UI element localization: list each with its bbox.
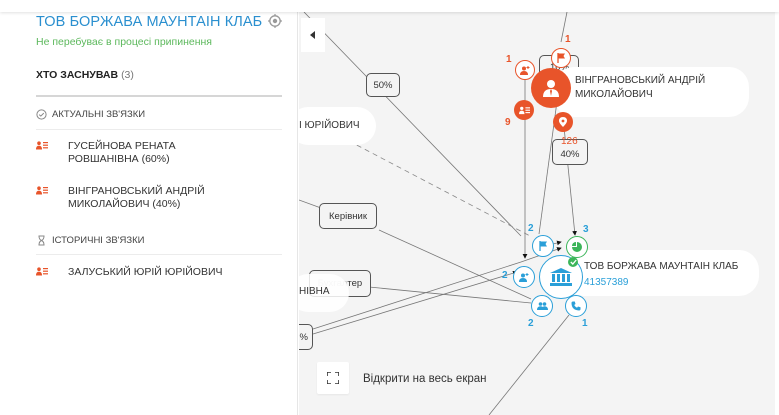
relations-graph-canvas[interactable]: 50% 10% 40% Керівник Бухгалтер % І ЮРІЙО…	[299, 12, 775, 415]
founder-name-line1: ГУСЕЙНОВА РЕНАТА	[68, 140, 176, 152]
divider	[36, 254, 282, 255]
company-flag-count: 2	[528, 223, 534, 234]
company-phone-node[interactable]	[565, 295, 587, 317]
founder-of-node[interactable]	[515, 60, 535, 80]
actual-links-label: АКТУАЛЬНІ ЗВ'ЯЗКИ	[52, 109, 146, 120]
person-suit-icon	[543, 80, 559, 97]
person-flag-node[interactable]	[551, 48, 571, 68]
caret-left-icon	[310, 31, 315, 39]
expand-icon	[327, 372, 339, 384]
check-circle-icon	[36, 109, 47, 120]
pie-chart-icon	[572, 242, 582, 252]
historic-links-heading: ІСТОРИЧНІ ЗВ'ЯЗКИ	[36, 235, 144, 246]
founder-name-line1: ЗАЛУСЬКИЙ ЮРІЙ ЮРІЙОВИЧ	[68, 266, 223, 278]
company-pill[interactable]: ТОВ БОРЖАВА МАУНТАІН КЛАБ 41357389	[564, 250, 759, 296]
company-pill-name: ТОВ БОРЖАВА МАУНТАІН КЛАБ	[584, 261, 739, 272]
founder-name-line1: ВІНГРАНОВСЬКИЙ АНДРІЙ	[68, 185, 205, 197]
verified-check-icon	[568, 257, 578, 267]
person-pill[interactable]: І ЮРІЙОВИЧ	[299, 107, 376, 145]
founders-heading[interactable]: ХТО ЗАСНУВАВ(3)	[36, 69, 134, 81]
company-founders-count: 2	[502, 270, 508, 281]
edge-label-share: %	[299, 324, 313, 350]
share-chart-node[interactable]	[566, 236, 588, 258]
founders-heading-label: ХТО ЗАСНУВАВ	[36, 69, 119, 81]
company-flag-node[interactable]	[532, 235, 554, 257]
founders-count: (3)	[121, 69, 134, 81]
flag-icon	[556, 53, 565, 63]
person-add-icon	[520, 65, 530, 75]
flag-icon	[538, 241, 547, 251]
company-title[interactable]: ТОВ БОРЖАВА МАУНТАІН КЛАБ	[36, 14, 263, 30]
company-people-count: 2	[528, 318, 534, 329]
people-group-icon	[536, 302, 548, 310]
location-count: 126	[561, 136, 578, 147]
edge-label-role-text: тер	[347, 278, 363, 289]
top-bar	[0, 0, 779, 12]
edge-label-share: 50%	[366, 73, 400, 97]
edge-label-share: 40%	[552, 139, 588, 165]
divider	[36, 129, 282, 130]
person-list-icon	[36, 141, 48, 150]
founder-name-line2: РОВШАНІВНА (60%)	[68, 153, 170, 165]
canvas-right-edge	[775, 12, 779, 415]
section-divider	[36, 95, 282, 97]
collapse-sidebar-button[interactable]	[301, 18, 325, 52]
person-name-line2: МИКОЛАЙОВИЧ	[575, 89, 653, 100]
phone-icon	[571, 301, 581, 311]
person-list-icon	[36, 186, 48, 195]
fullscreen-label[interactable]: Відкрити на весь екран	[363, 373, 487, 385]
actual-links-heading: АКТУАЛЬНІ ЗВ'ЯЗКИ	[36, 109, 145, 120]
person-list-icon	[518, 106, 530, 114]
company-phone-count: 1	[582, 318, 588, 329]
person-pill[interactable]: ВІНГРАНОВСЬКИЙ АНДРІЙ МИКОЛАЙОВИЧ	[554, 67, 749, 117]
company-pill-code: 41357389	[584, 277, 629, 288]
fullscreen-button[interactable]	[317, 362, 349, 394]
related-persons-node[interactable]	[514, 100, 534, 120]
person-list-icon	[36, 267, 48, 276]
historic-links-label: ІСТОРИЧНІ ЗВ'ЯЗКИ	[52, 235, 145, 246]
person-flag-count: 1	[565, 34, 571, 45]
person-node[interactable]	[531, 68, 571, 108]
bank-building-icon	[550, 268, 572, 286]
hourglass-icon	[38, 235, 45, 246]
founder-of-count: 1	[506, 54, 512, 65]
map-pin-icon	[559, 117, 567, 127]
company-sidebar: ТОВ БОРЖАВА МАУНТАІН КЛАБ Не перебуває в…	[0, 12, 298, 415]
locate-target-icon[interactable]	[268, 14, 282, 28]
person-pill[interactable]: НІВНА	[299, 274, 349, 312]
share-chart-count: 3	[583, 224, 589, 235]
person-name-line1: ВІНГРАНОВСЬКИЙ АНДРІЙ	[575, 75, 706, 86]
company-status: Не перебуває в процесі припинення	[36, 36, 212, 48]
founder-name-line2: МИКОЛАЙОВИЧ (40%)	[68, 198, 181, 210]
person-add-icon	[519, 272, 529, 282]
company-founders-node[interactable]	[513, 266, 535, 288]
location-node[interactable]	[553, 112, 573, 132]
edge-label-role: Керівник	[319, 203, 377, 229]
related-persons-count: 9	[505, 117, 511, 128]
company-people-node[interactable]	[531, 295, 553, 317]
